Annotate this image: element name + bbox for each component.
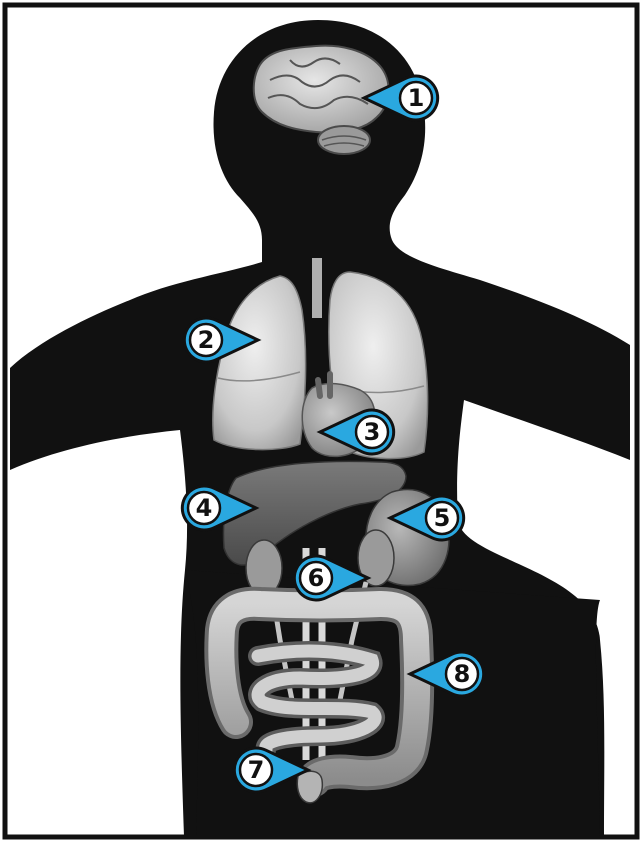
marker-number-label: 1 (408, 84, 425, 112)
marker-number-label: 3 (364, 418, 381, 446)
marker-number-label: 8 (454, 660, 471, 688)
marker-number-label: 5 (434, 504, 451, 532)
marker-number-label: 2 (198, 326, 215, 354)
marker-number-label: 4 (196, 494, 213, 522)
appendix-organ (297, 771, 322, 803)
marker-number-label: 7 (248, 756, 265, 784)
marker-number-label: 6 (308, 564, 325, 592)
